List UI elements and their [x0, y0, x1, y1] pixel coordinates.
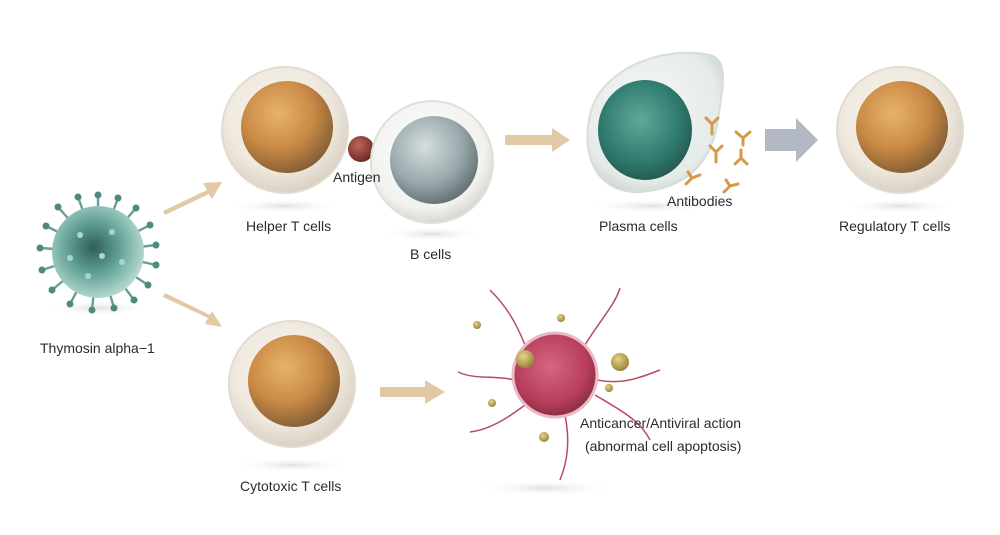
abnormal-target-cell [457, 287, 661, 496]
b-cells-label: B cells [410, 246, 452, 262]
helper-t-label: Helper T cells [246, 218, 332, 234]
plasma-cell [586, 51, 724, 213]
b-cell [370, 100, 494, 241]
arrow-to-helper-t [163, 182, 222, 215]
thymosin-alpha-1-molecule [36, 191, 160, 316]
plasma-label: Plasma cells [599, 218, 678, 234]
antigen-particle [348, 136, 374, 162]
arrow-to-target-cell [380, 380, 445, 404]
helper-t-cell [221, 66, 349, 213]
cytotoxic-t-cell [228, 320, 356, 472]
antibodies-label: Antibodies [667, 193, 733, 209]
antigen-label: Antigen [333, 169, 381, 185]
action-label-line1: Anticancer/Antiviral action [580, 415, 742, 431]
regulatory-t-label: Regulatory T cells [839, 218, 951, 234]
arrow-to-plasma [505, 128, 570, 152]
cytotoxic-t-label: Cytotoxic T cells [240, 478, 342, 494]
arrow-to-cytotoxic-t [163, 293, 222, 327]
action-label-line2: (abnormal cell apoptosis) [585, 438, 742, 454]
thymosin-label: Thymosin alpha−1 [40, 340, 155, 356]
antibodies [684, 116, 752, 194]
arrow-to-regulatory-t [765, 118, 818, 162]
apoptotic-particles [473, 314, 629, 442]
regulatory-t-cell [836, 66, 964, 213]
